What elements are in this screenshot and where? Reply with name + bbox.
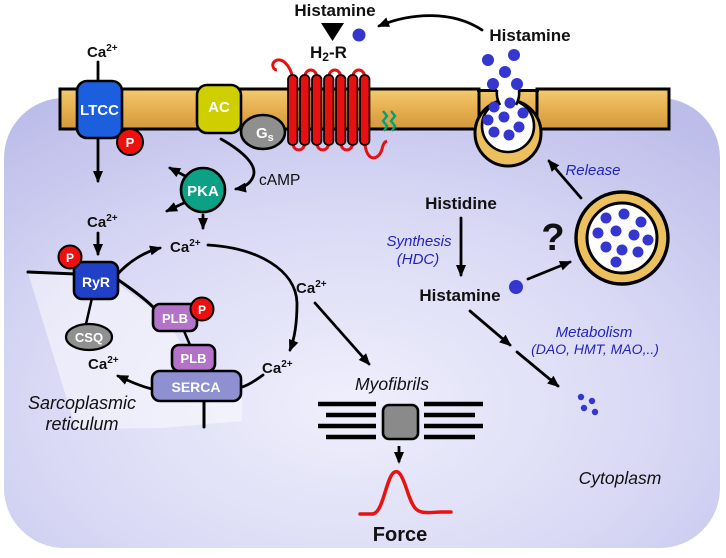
ca-label-reuptake: Ca2+: [262, 359, 293, 377]
gs-sub: s: [268, 132, 274, 144]
serca-to-sr-arrow: [116, 374, 154, 391]
histamine-label-top: Histamine: [294, 1, 375, 20]
histamine-arrowhead-icon: [321, 23, 344, 41]
metabolism-arrow-1: [468, 309, 512, 347]
gs-protein: Gs: [239, 113, 287, 151]
ca-label-released: Ca2+: [170, 238, 201, 256]
force-curve: [358, 469, 453, 516]
metabolite-dots: [577, 393, 599, 416]
synthesis-label-line1: Synthesis: [386, 233, 452, 250]
camp-label: cAMP: [259, 172, 300, 189]
plb-label: PLB: [162, 311, 188, 326]
histamine-binding-arrow: [377, 14, 484, 32]
question-mark: ?: [541, 217, 564, 259]
ca-label-sr-lumen: Ca2+: [88, 355, 119, 373]
svg-text:H2-R: H2-R: [310, 43, 347, 64]
phospho-label: P: [198, 303, 206, 317]
ca-label-subsarcolemmal: Ca2+: [87, 213, 118, 231]
phospho-label: P: [126, 135, 135, 150]
lipid-anchor-icon: [381, 110, 397, 132]
sr-label-line1: Sarcoplasmic: [28, 393, 136, 413]
vesicle-histamine-dots: [482, 97, 529, 141]
tm-helices: [287, 74, 371, 146]
phospho-label: P: [66, 251, 74, 265]
metabolism-label-line2: (DAO, HMT, MAO,..): [531, 341, 659, 357]
ca-into-serca: [240, 373, 265, 389]
ryr-csq-link: [84, 297, 94, 325]
ca-recycle-curve: [206, 243, 299, 352]
h2-receptor: [271, 58, 397, 160]
gs-label: G: [256, 125, 268, 142]
histamine-label-cytosol: Histamine: [419, 286, 500, 305]
pka-enzyme: PKA: [179, 166, 227, 214]
released-histamine-dots: [482, 49, 523, 90]
release-arrow: [547, 159, 583, 200]
histidine-label: Histidine: [425, 194, 497, 213]
ltcc-phospho-badge: P: [116, 128, 144, 156]
plb-plb-link: [182, 330, 192, 346]
storage-vesicle: [574, 190, 670, 286]
ac-label: AC: [208, 99, 230, 116]
synthesis-label-line2: (HDC): [397, 251, 440, 268]
myofibrils-label: Myofibrils: [355, 374, 429, 394]
metabolism-label-line1: Metabolism: [556, 324, 633, 341]
ltcc-label: LTCC: [80, 102, 119, 119]
metabolism-arrow-2: [515, 350, 560, 388]
membrane-right-segment: [535, 87, 671, 131]
csq-protein: CSQ: [64, 322, 114, 352]
uptake-to-vesicle-arrow: [526, 260, 572, 281]
sarcomere-z-block: [381, 403, 420, 441]
ltcc-channel: LTCC: [75, 79, 124, 140]
pka-arrows: [165, 137, 256, 230]
histamine-dot-cytosol: [509, 280, 523, 294]
serca-label: SERCA: [171, 379, 220, 395]
ryr-channel: RyR: [72, 260, 120, 301]
histamine-pathway-arrows: [377, 14, 583, 388]
cytoplasm-label: Cytoplasm: [579, 468, 662, 488]
sr-membrane-lines: [26, 270, 206, 429]
plb-phospho-badge: P: [189, 296, 215, 322]
stored-histamine-dots: [592, 208, 654, 268]
cell-body: [4, 98, 720, 548]
csq-label: CSQ: [75, 330, 103, 345]
plb-label: PLB: [181, 351, 207, 366]
pka-label: PKA: [187, 183, 219, 200]
receptor-suffix: -R: [329, 43, 347, 62]
camp-curve: [219, 137, 256, 193]
ca-label-to-myofibrils: Ca2+: [296, 279, 327, 297]
ca-to-myofibrils-arrow: [313, 301, 371, 366]
ryr-phospho-badge: P: [57, 244, 83, 270]
receptor-sub: 2: [322, 50, 329, 64]
ca-label-entry: Ca2+: [87, 43, 118, 61]
myofibril-sarcomere: [318, 401, 483, 441]
svg-text:Gs: Gs: [256, 125, 274, 144]
histamine-dot-at-receptor: [352, 28, 366, 42]
histamine-label-right: Histamine: [489, 26, 570, 45]
plb-protein: PLB: [170, 343, 217, 373]
sr-label-line2: reticulum: [45, 414, 118, 434]
release-label: Release: [565, 162, 620, 179]
fusing-vesicle: [473, 78, 543, 168]
force-label: Force: [373, 524, 427, 546]
receptor-label: H: [310, 43, 322, 62]
ryr-label: RyR: [82, 274, 110, 290]
serca-pump: SERCA: [150, 369, 243, 403]
ac-enzyme: AC: [195, 83, 243, 135]
